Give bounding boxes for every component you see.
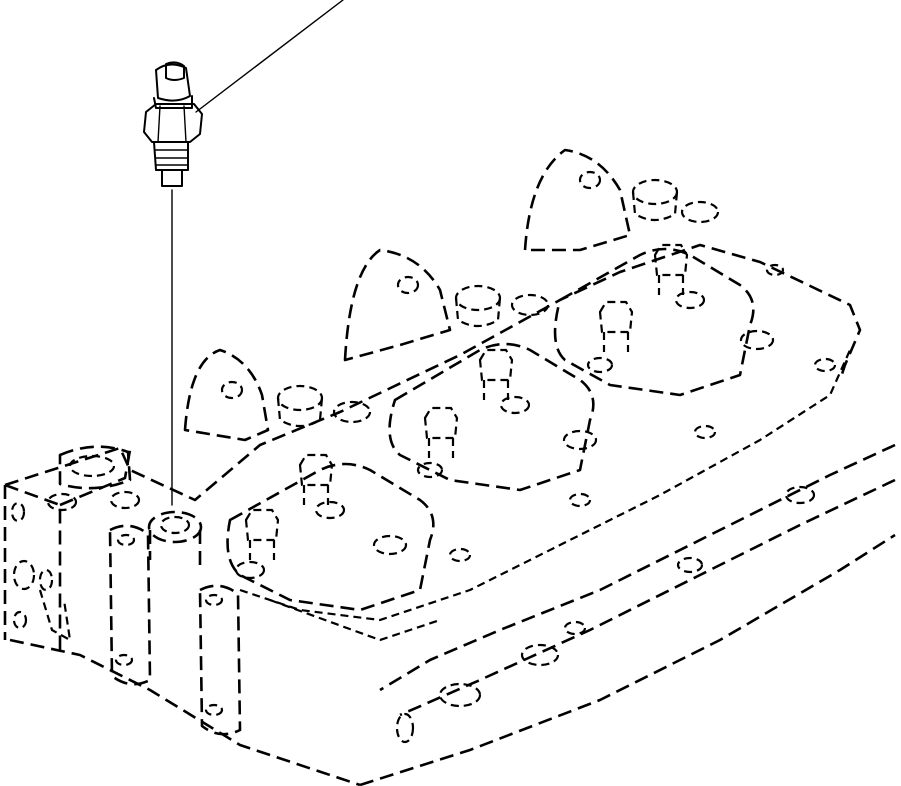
lug-hole [578, 170, 602, 190]
boss-hole [68, 454, 116, 478]
sensor-port [147, 510, 203, 544]
side-hole [10, 501, 26, 523]
bolt-hole [46, 492, 78, 512]
head-bolt [631, 178, 679, 222]
head-bolt [276, 384, 324, 428]
head-end-boss [58, 445, 132, 490]
cylinder-section-1 [226, 462, 435, 612]
head-bolts [276, 178, 720, 428]
end-bracket [38, 589, 72, 642]
lifting-lug [183, 348, 270, 442]
cylinder-head [3, 148, 896, 786]
hex-edge [157, 105, 161, 143]
pillar-hole [204, 593, 224, 607]
head-side-edge [379, 443, 896, 692]
lifting-lug [343, 248, 452, 362]
sensor-thread [153, 141, 189, 171]
hex-edge [183, 105, 187, 143]
valve-assembly [478, 348, 514, 400]
sensor-neck [153, 95, 193, 109]
head-lower-edge [359, 533, 896, 786]
side-port [38, 568, 54, 592]
valve-assembly [423, 406, 459, 458]
valve-assembly [244, 508, 280, 560]
head-end-block [3, 449, 132, 650]
sensor-connector-latch [165, 61, 185, 81]
lug-hole [396, 275, 420, 295]
sensor-part [143, 0, 344, 506]
callout-leader-line [195, 0, 344, 113]
valve-assembly [298, 453, 334, 505]
gasket-contour [239, 349, 852, 622]
lifting-lug [523, 148, 632, 252]
valve-assembly [598, 300, 634, 352]
port-pillar [198, 584, 242, 736]
side-hole [12, 610, 28, 630]
head-bolt [454, 284, 502, 328]
cylinder-section-3 [553, 247, 755, 397]
pillar-hole [114, 653, 134, 667]
head-front-edge [9, 638, 361, 786]
head-bolt [680, 200, 720, 224]
pillar-hole [204, 703, 224, 717]
head-bolt [332, 400, 372, 424]
pillar-hole [116, 533, 136, 547]
bolt-hole [109, 490, 141, 510]
sensor-hex-nut [143, 103, 203, 143]
lug-hole [220, 380, 244, 400]
head-bolt [510, 293, 550, 317]
valve-assemblies [244, 243, 689, 560]
gasket-contour [269, 598, 441, 642]
sensor-port-bore [159, 515, 191, 535]
valve-assembly [653, 243, 689, 295]
head-outline [4, 243, 862, 502]
sensor-tip [161, 169, 183, 187]
cylinder-section-2 [388, 342, 595, 492]
port-pillar [108, 524, 152, 686]
head-mid-edge [399, 478, 896, 717]
side-port [12, 559, 36, 591]
deck-holes [234, 263, 837, 744]
port-walls [148, 530, 202, 570]
